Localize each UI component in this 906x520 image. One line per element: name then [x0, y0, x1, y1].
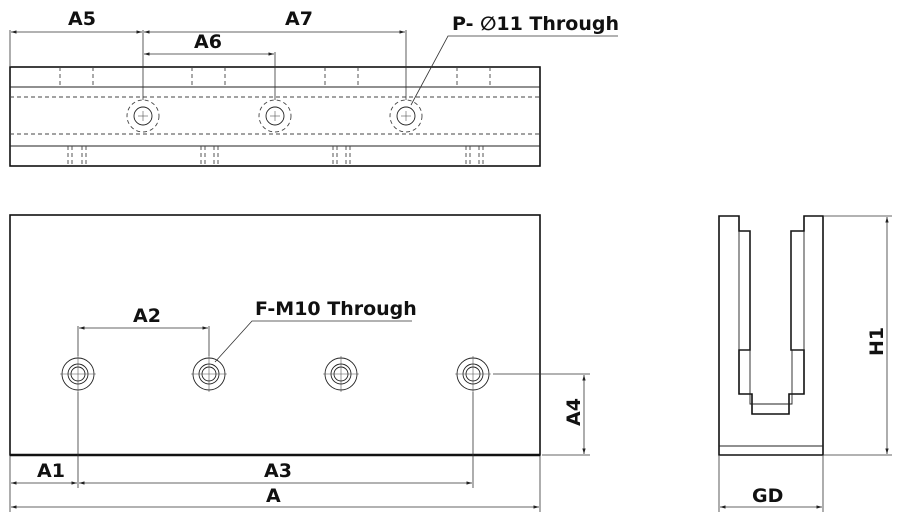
side-profile-outer — [718, 215, 824, 456]
p-hole-callout: P- ∅11 Through — [452, 13, 619, 35]
top-hole-2 — [258, 99, 292, 133]
a3-label: A3 — [264, 460, 292, 482]
a1-label: A1 — [37, 460, 65, 482]
side-profile-inner — [738, 231, 805, 405]
front-view-outline — [9, 214, 541, 456]
a2-label: A2 — [133, 305, 161, 327]
m10-hole-1 — [60, 356, 96, 392]
top-view-hidden-bores-upper — [59, 67, 491, 87]
p-hole-leader — [410, 35, 618, 106]
top-hole-1 — [126, 99, 160, 133]
gd-label: GD — [752, 485, 783, 507]
m10-callout: F-M10 Through — [255, 298, 417, 320]
a6-label: A6 — [194, 31, 222, 53]
top-hole-3 — [389, 99, 423, 133]
a5-label: A5 — [68, 8, 96, 30]
m10-leader — [214, 320, 412, 363]
m10-hole-4 — [455, 356, 491, 392]
m10-hole-3 — [323, 356, 359, 392]
front-view: A2 F-M10 Through A1 A3 A A4 — [9, 214, 590, 512]
m10-hole-2 — [191, 356, 227, 392]
a-label: A — [266, 485, 281, 507]
h1-label: H1 — [866, 327, 888, 356]
a4-label: A4 — [563, 398, 585, 426]
top-view-hidden-bores-lower — [67, 146, 484, 166]
a7-label: A7 — [285, 8, 313, 30]
side-view: H1 GD — [718, 215, 892, 512]
top-view: A5 A7 A6 P- ∅11 Through — [9, 8, 619, 167]
